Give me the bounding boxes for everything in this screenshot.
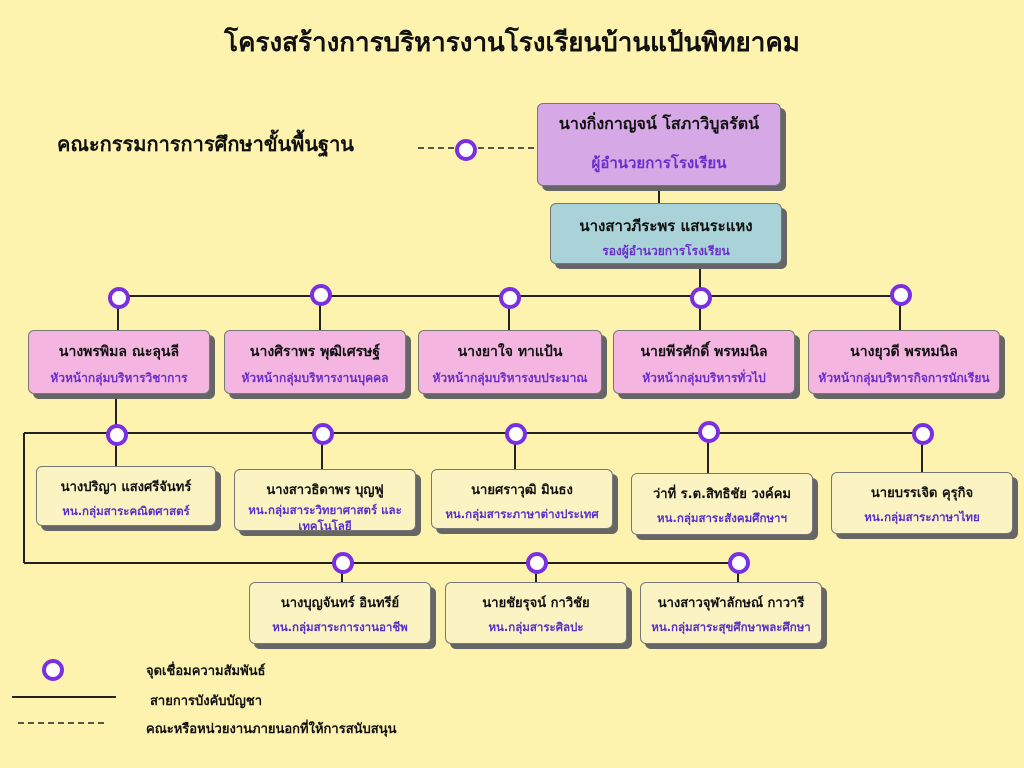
relationship-node-icon: [310, 284, 332, 306]
head-role: หัวหน้ากลุ่มบริหารวิชาการ: [50, 371, 188, 385]
subject-box-social: ว่าที่ ร.ต.สิทธิชัย วงค์คม หน.กลุ่มสาระส…: [631, 473, 813, 535]
subject-role: หน.กลุ่มสาระสุขศึกษาพละศึกษา: [651, 620, 811, 634]
subject-name: ว่าที่ ร.ต.สิทธิชัย วงค์คม: [652, 487, 791, 502]
head-role: หัวหน้ากลุ่มบริหารงานบุคคล: [241, 371, 389, 385]
legend-dashed-label: คณะหรือหน่วยงานภายนอกที่ให้การสนับสนุน: [146, 722, 397, 737]
director-box: นางกิ่งกาญจน์ โสภาวิบูลรัตน์ ผู้อำนวยการ…: [537, 103, 781, 186]
subject-box-arts: นายชัยรุจน์ กาวิชัย หน.กลุ่มสาระศิลปะ: [445, 582, 627, 644]
relationship-node-icon: [526, 552, 548, 574]
head-box-student-affairs: นางยุวดี พรหมนิล หัวหน้ากลุ่มบริหารกิจกา…: [808, 330, 1000, 394]
head-box-personnel: นางศิราพร พุฒิเศรษฐ์ หัวหน้ากลุ่มบริหารง…: [224, 330, 406, 394]
relationship-node-icon: [332, 552, 354, 574]
head-name: นางศิราพร พุฒิเศรษฐ์: [249, 344, 381, 360]
subject-box-foreign-language: นายศราวุฒิ มินธง หน.กลุ่มสาระภาษาต่างประ…: [431, 469, 613, 529]
subject-box-science: นางสาวธิดาพร บุญฟู หน.กลุ่มสาระวิทยาศาสต…: [234, 469, 416, 531]
head-role: หัวหน้ากลุ่มบริหารทั่วไป: [642, 371, 766, 385]
subject-name: นางสาวจุฬาลักษณ์ กาวารี: [657, 596, 805, 611]
board-label: คณะกรรมการการศึกษาขั้นพื้นฐาน: [57, 132, 354, 156]
head-box-general: นายพีรศักดิ์ พรหมนิล หัวหน้ากลุ่มบริหารท…: [613, 330, 795, 394]
subject-box-occupation: นางบุญจันทร์ อินทรีย์ หน.กลุ่มสาระการงาน…: [249, 582, 431, 644]
relationship-node-icon: [108, 287, 130, 309]
head-name: นางยาใจ ทาแป้น: [457, 344, 563, 360]
relationship-node-icon: [499, 287, 521, 309]
relationship-node-icon: [312, 423, 334, 445]
head-name: นางยุวดี พรหมนิล: [850, 344, 958, 360]
head-box-budget: นางยาใจ ทาแป้น หัวหน้ากลุ่มบริหารงบประมา…: [418, 330, 602, 394]
subject-role: หน.กลุ่มสาระวิทยาศาสตร์ และเทคโนโลยี: [248, 503, 402, 531]
director-name: นางกิ่งกาญจน์ โสภาวิบูลรัตน์: [558, 114, 760, 133]
head-role: หัวหน้ากลุ่มบริหารกิจการนักเรียน: [818, 371, 990, 385]
relationship-node-icon: [890, 284, 912, 306]
deputy-name: นางสาวภีระพร แสนระแหง: [579, 217, 753, 235]
relationship-node-icon: [455, 139, 477, 161]
page-title: โครงสร้างการบริหารงานโรงเรียนบ้านแป้นพิท…: [224, 28, 800, 58]
relationship-node-icon: [690, 287, 712, 309]
subject-role: หน.กลุ่มสาระคณิตศาสตร์: [62, 504, 190, 518]
subject-role: หน.กลุ่มสาระศิลปะ: [488, 620, 584, 634]
legend-node-label: จุดเชื่อมความสัมพันธ์: [146, 664, 266, 679]
relationship-node-icon: [505, 423, 527, 445]
relationship-node-icon: [698, 421, 720, 443]
subject-box-health-pe: นางสาวจุฬาลักษณ์ กาวารี หน.กลุ่มสาระสุขศ…: [640, 582, 822, 644]
head-role: หัวหน้ากลุ่มบริหารงบประมาณ: [432, 371, 588, 385]
subject-role: หน.กลุ่มสาระภาษาต่างประเทศ: [445, 507, 599, 521]
subject-name: นายชัยรุจน์ กาวิชัย: [482, 596, 590, 611]
subject-name: นายศราวุฒิ มินธง: [471, 483, 573, 498]
relationship-node-icon: [728, 552, 750, 574]
relationship-node-icon: [912, 423, 934, 445]
subject-box-math: นางปริญา แสงศรีจันทร์ หน.กลุ่มสาระคณิตศา…: [36, 466, 216, 526]
subject-box-thai: นายบรรเจิด คุรุกิจ หน.กลุ่มสาระภาษาไทย: [831, 472, 1013, 534]
deputy-box: นางสาวภีระพร แสนระแหง รองผู้อำนวยการโรงเ…: [550, 203, 782, 264]
head-name: นายพีรศักดิ์ พรหมนิล: [640, 344, 768, 360]
director-role: ผู้อำนวยการโรงเรียน: [591, 154, 727, 172]
relationship-node-icon: [106, 424, 128, 446]
head-name: นางพรพิมล ณะลุนลี: [58, 344, 180, 360]
legend-node-icon: [42, 659, 64, 681]
subject-role: หน.กลุ่มสาระการงานอาชีพ: [272, 620, 408, 634]
head-box-academic: นางพรพิมล ณะลุนลี หัวหน้ากลุ่มบริหารวิชา…: [28, 330, 210, 394]
subject-name: นางสาวธิดาพร บุญฟู: [266, 483, 384, 498]
subject-name: นายบรรเจิด คุรุกิจ: [870, 486, 974, 501]
subject-name: นางปริญา แสงศรีจันทร์: [60, 480, 192, 495]
legend-solid-label: สายการบังคับบัญชา: [150, 694, 263, 709]
subject-role: หน.กลุ่มสาระสังคมศึกษาฯ: [657, 511, 787, 525]
subject-role: หน.กลุ่มสาระภาษาไทย: [864, 510, 980, 524]
subject-name: นางบุญจันทร์ อินทรีย์: [280, 596, 400, 611]
deputy-role: รองผู้อำนวยการโรงเรียน: [602, 244, 730, 258]
